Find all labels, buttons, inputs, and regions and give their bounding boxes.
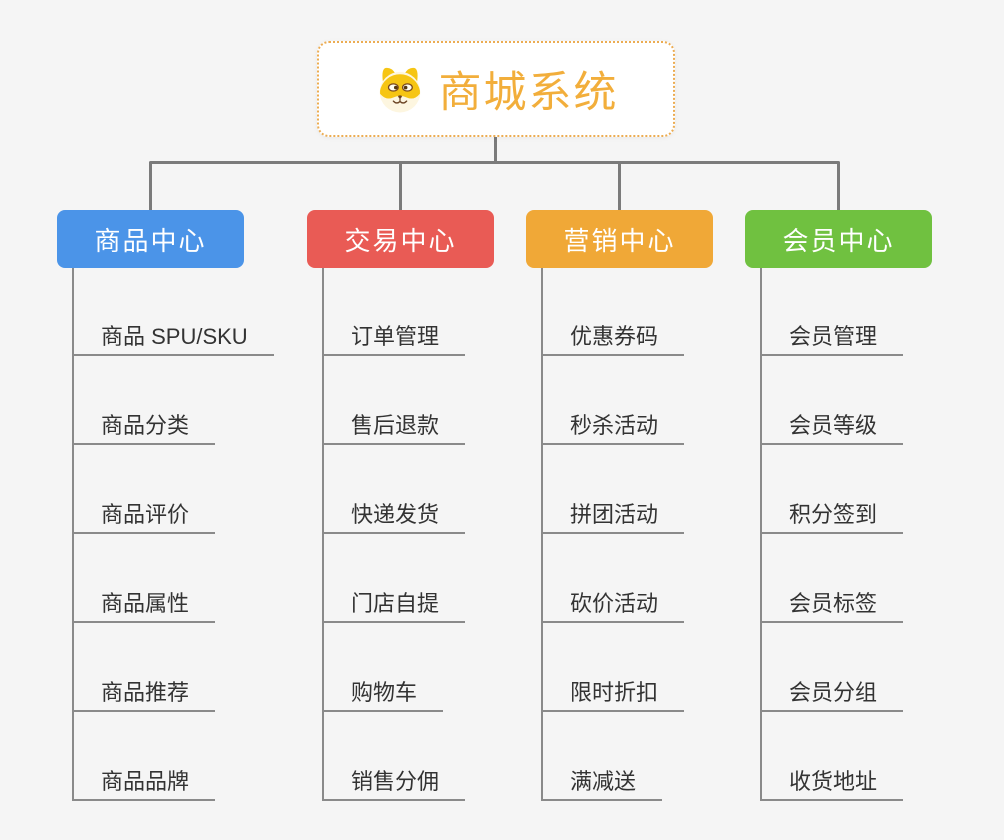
branch-node-label: 商品中心 [94, 225, 207, 256]
child-topic[interactable]: 秒杀活动 [541, 411, 685, 445]
child-topic[interactable]: 会员标签 [760, 589, 904, 623]
branch-node-marketing-center[interactable]: 营销中心 [526, 162, 713, 268]
child-topic[interactable]: 砍价活动 [541, 589, 685, 623]
child-topic[interactable]: 商品属性 [72, 589, 216, 623]
dog-face-icon [379, 67, 420, 113]
child-topic[interactable]: 商品品牌 [72, 767, 216, 801]
child-topic[interactable]: 收货地址 [760, 767, 904, 801]
child-topic[interactable]: 优惠券码 [541, 322, 685, 356]
child-topic[interactable]: 商品推荐 [72, 678, 216, 712]
child-topic[interactable]: 商品分类 [72, 411, 216, 445]
branch-node-label: 交易中心 [344, 225, 457, 256]
child-topic[interactable]: 拼团活动 [541, 500, 685, 534]
branch-node-trade-center[interactable]: 交易中心 [307, 162, 494, 268]
branch-node-member-center[interactable]: 会员中心 [745, 162, 932, 268]
child-topic[interactable]: 会员等级 [760, 411, 904, 445]
root-node-label: 商城系统 [438, 69, 619, 117]
child-topic[interactable]: 会员分组 [760, 678, 904, 712]
child-topic[interactable]: 限时折扣 [541, 678, 685, 712]
child-topic[interactable]: 购物车 [322, 678, 444, 712]
child-topic[interactable]: 快递发货 [322, 500, 466, 534]
child-topic[interactable]: 销售分佣 [322, 767, 466, 801]
branch-marketing-center: 营销中心 优惠券码秒杀活动拼团活动砍价活动限时折扣满减送 [526, 162, 713, 801]
child-topic[interactable]: 商品 SPU/SKU [72, 322, 274, 356]
child-topic[interactable]: 订单管理 [322, 322, 466, 356]
horizontal-rail-connector [149, 161, 840, 164]
root-node[interactable]: 商城系统 [317, 41, 675, 137]
child-topic[interactable]: 会员管理 [760, 322, 904, 356]
branch-node-product-center[interactable]: 商品中心 [57, 162, 244, 268]
branch-product-center: 商品中心 商品 SPU/SKU 商品分类商品评价商品属性商品推荐商品品牌 [57, 162, 274, 801]
branch-trade-center: 交易中心 订单管理售后退款快递发货门店自提购物车销售分佣 [307, 162, 494, 801]
root-stem-connector [494, 136, 497, 163]
child-topic[interactable]: 商品评价 [72, 500, 216, 534]
child-topic[interactable]: 门店自提 [322, 589, 466, 623]
child-topic[interactable]: 满减送 [541, 767, 663, 801]
branch-spine-connector [72, 268, 74, 801]
child-topic[interactable]: 积分签到 [760, 500, 904, 534]
branch-spine-connector [322, 268, 324, 801]
branch-spine-connector [760, 268, 762, 801]
branch-node-label: 会员中心 [782, 225, 895, 256]
child-topic[interactable]: 售后退款 [322, 411, 466, 445]
branch-spine-connector [541, 268, 543, 801]
branch-member-center: 会员中心 会员管理会员等级积分签到会员标签会员分组收货地址 [745, 162, 932, 801]
branch-node-label: 营销中心 [563, 225, 676, 256]
